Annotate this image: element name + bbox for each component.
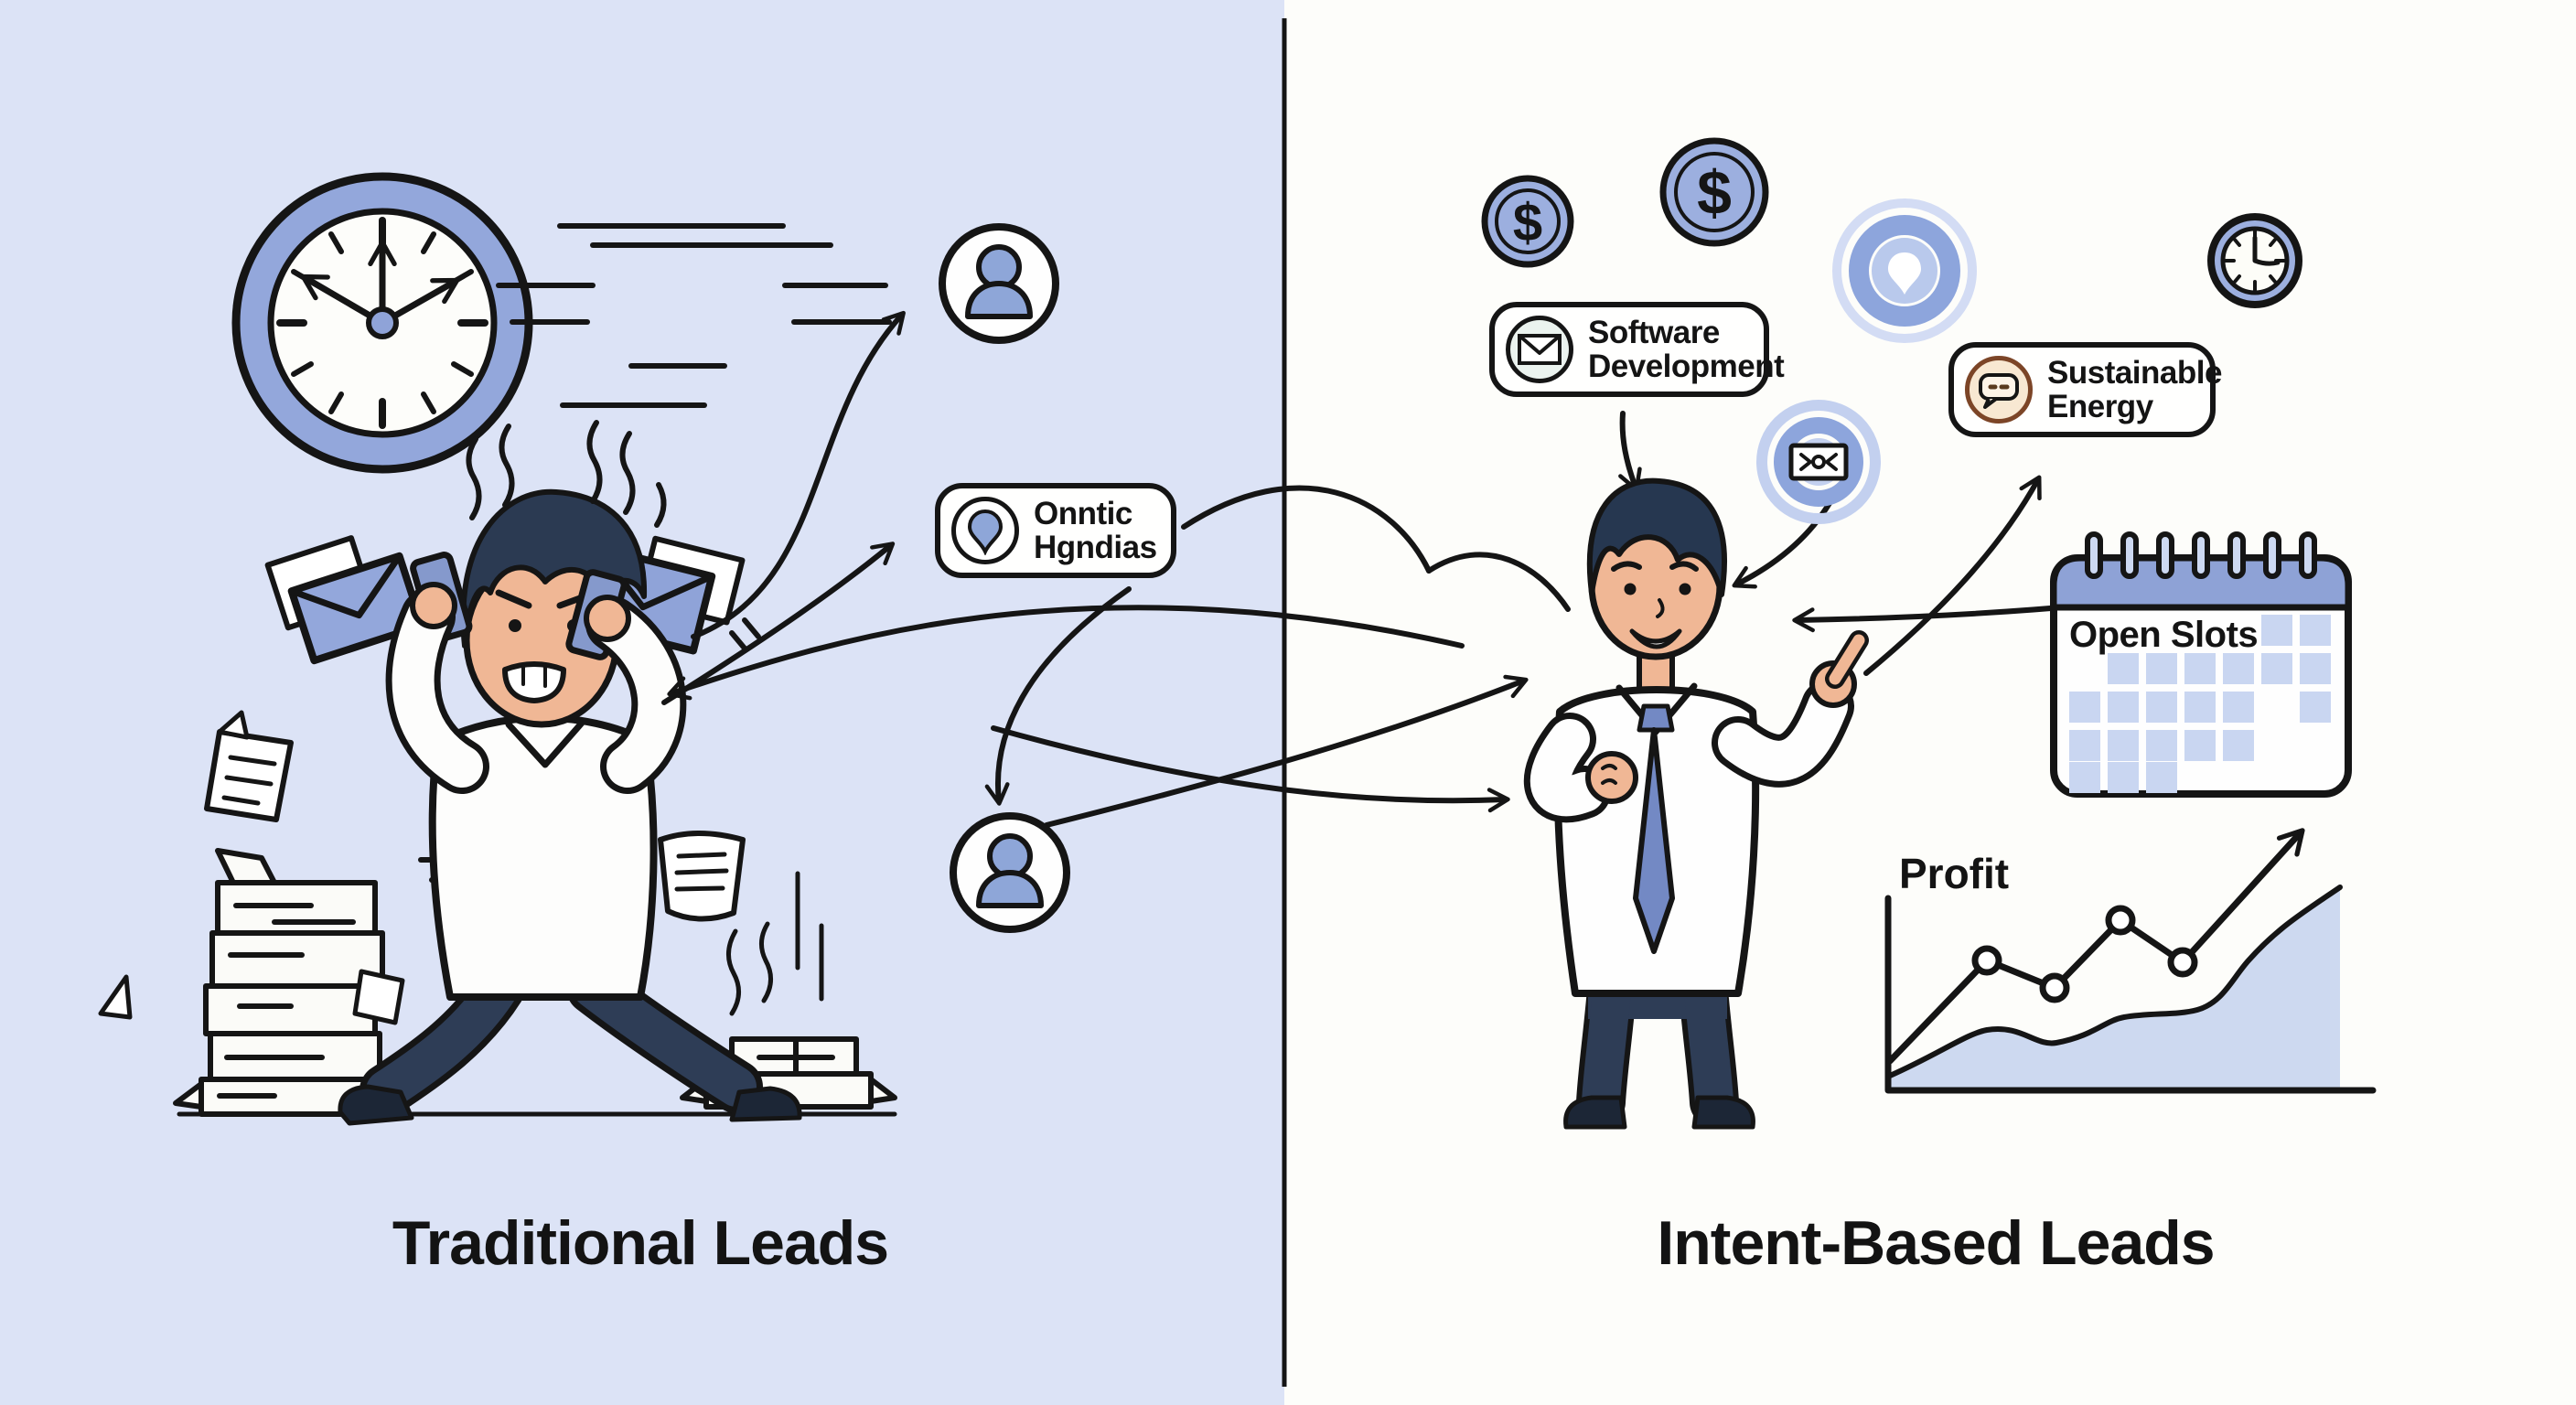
avatar-top [939,223,1059,344]
left-shoe [1563,1095,1627,1130]
software-tag-label: Software Development [1588,314,1785,384]
binder-rings [2085,531,2317,579]
traditional-leads-title: Traditional Leads [392,1208,889,1278]
stressed-man [264,420,802,1126]
target-message-icon [1756,400,1881,524]
arrow-to-contact-tag [661,542,896,705]
left-shoe [338,1084,414,1126]
right-shoe [729,1086,802,1122]
right-shoe [1691,1095,1755,1130]
avatar-bottom [950,812,1070,933]
tangle-curve-a [1181,485,1432,574]
confident-man [1523,477,1869,1130]
calendar [2050,531,2352,798]
smile [1629,628,1682,649]
falling-paper [658,831,746,922]
arrow-to-energy [1863,475,2042,676]
note-paper [204,710,294,822]
arrow-to-bottom-avatar [984,586,1132,806]
dollar-coin-small: $ [1481,175,1574,268]
envelope-left [264,535,426,665]
fist [1585,751,1638,804]
dollar-coin-large: $ [1659,137,1769,247]
arrow-to-top-avatar [691,310,906,639]
software-development-tag: Software Development [1489,302,1785,397]
tangle-curve-b [1426,552,1571,612]
arrow-from-software [1618,411,1642,492]
arrow-cross-right-low [991,725,1510,813]
hair [1586,477,1727,597]
calendar-slots [2069,615,2331,793]
tie [1633,703,1675,954]
lead-arrows [661,310,2187,828]
energy-tag-label: Sustainable Energy [2047,354,2222,424]
small-clock [2207,213,2302,308]
dollar-symbol: $ [1697,158,1732,228]
speed-lines [496,223,892,408]
location-pin-icon [951,497,1019,564]
chart-title: Profit [1899,850,2010,897]
chat-bubble-icon [1965,356,2033,424]
arrow-cross-right-mid [1044,674,1529,828]
intent-based-leads-title: Intent-Based Leads [1657,1208,2215,1278]
calendar-title: Open Slots [2069,615,2259,655]
profit-chart [1884,828,2377,1094]
sustainable-energy-tag: Sustainable Energy [1948,342,2222,437]
grimace-mouth [502,661,566,703]
arrow-to-stressed-man [667,605,1465,701]
contact-tag: Onntic Hgndias [935,483,1176,578]
envelope-icon [1506,316,1573,383]
contact-tag-label: Onntic Hgndias [1034,495,1157,565]
big-clock [231,172,533,474]
dollar-symbol: $ [1513,193,1542,252]
target-pin-icon [1832,198,1977,343]
paper-stack [98,848,511,1117]
